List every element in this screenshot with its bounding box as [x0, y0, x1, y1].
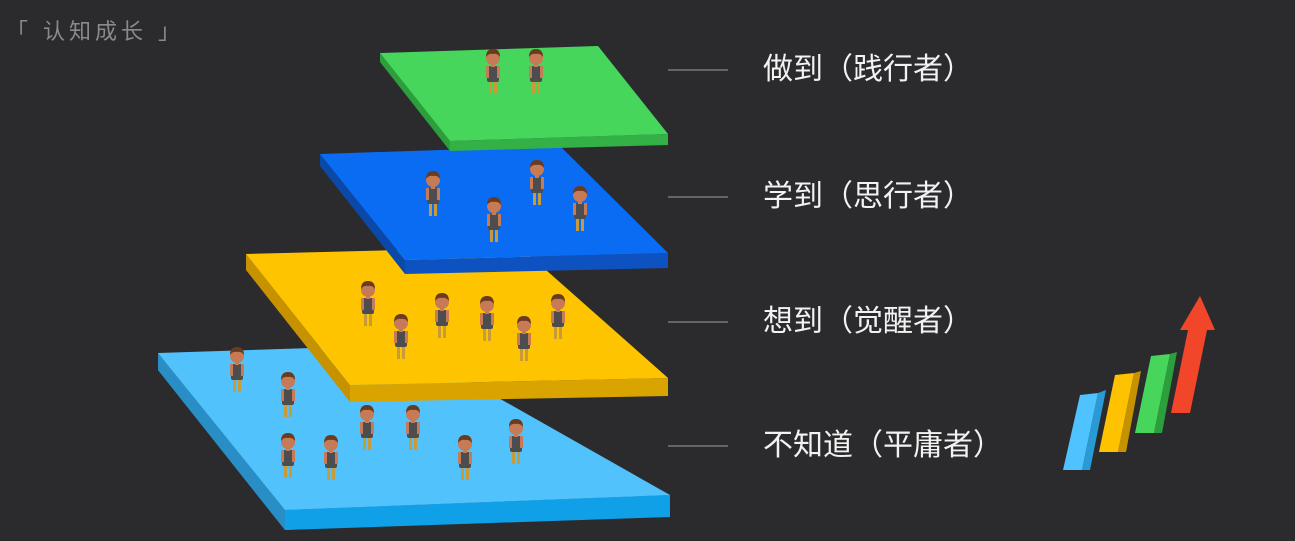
growth-arrow-icon	[1063, 296, 1215, 470]
level-label-doing: 做到（践行者）	[763, 52, 973, 87]
level-label-unaware: 不知道（平庸者）	[763, 428, 1003, 463]
layer-4-platform	[380, 46, 668, 151]
diagram-title: 「 认知成长 」	[6, 20, 184, 45]
level-label-learning: 学到（思行者）	[763, 179, 973, 214]
level-label-thinking: 想到（觉醒者）	[763, 304, 973, 339]
layer-2-platform	[246, 247, 668, 402]
